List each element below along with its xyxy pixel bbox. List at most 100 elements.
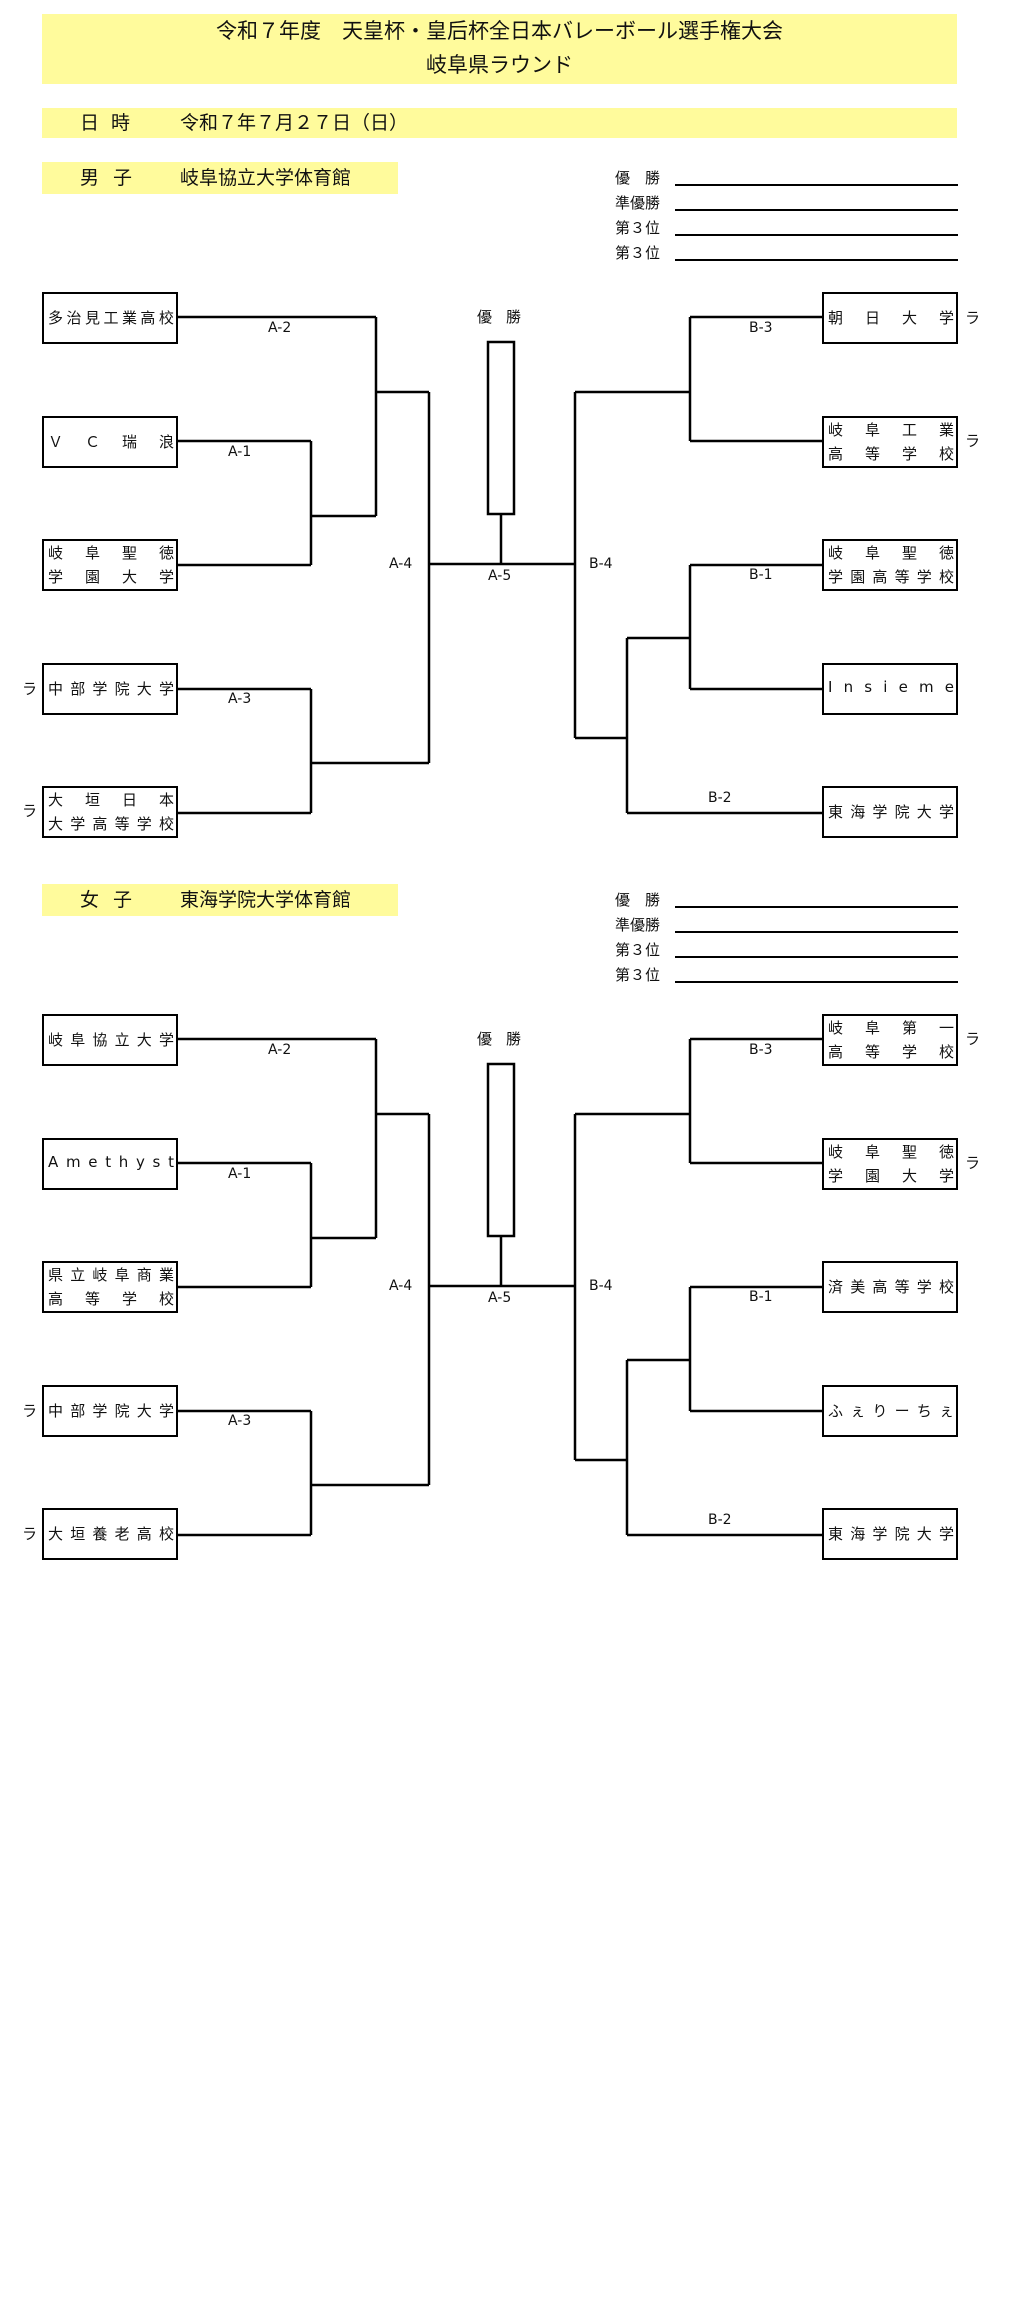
team-name-char: 大 bbox=[136, 1402, 152, 1420]
team-name-char: h bbox=[118, 1153, 129, 1171]
team-name-char: m bbox=[918, 678, 934, 696]
team-name-char: A bbox=[48, 1153, 59, 1171]
result-value-line[interactable] bbox=[675, 906, 958, 908]
result-row: 優 勝 bbox=[615, 166, 960, 190]
team-name-char: 阜 bbox=[84, 544, 100, 562]
result-row: 第３位 bbox=[615, 963, 960, 987]
team-name-char: 岐 bbox=[48, 1031, 64, 1049]
team-name-char: 高 bbox=[872, 568, 888, 586]
team-name-line1: 岐阜第一 bbox=[828, 1017, 954, 1038]
match-label-a3: A-3 bbox=[228, 1413, 252, 1429]
result-row: 優 勝 bbox=[615, 888, 960, 912]
team-name-char: 第 bbox=[901, 1019, 917, 1037]
result-value-line[interactable] bbox=[675, 184, 958, 186]
team-box: 多治見工業高校 bbox=[42, 292, 178, 344]
team-box: 岐阜工業 高等学校 bbox=[822, 416, 958, 468]
result-value-line[interactable] bbox=[675, 234, 958, 236]
champion-label: 優勝 bbox=[477, 308, 536, 326]
team-name-char: 大 bbox=[136, 680, 152, 698]
team-name-char: y bbox=[135, 1153, 145, 1171]
match-label-b2: B-2 bbox=[708, 790, 732, 806]
result-row: 準優勝 bbox=[615, 913, 960, 937]
team-name-char: 大 bbox=[48, 791, 64, 809]
team-name-char: 岐 bbox=[828, 1019, 844, 1037]
team-name-line2: 高等学校 bbox=[48, 1288, 174, 1309]
team-name-char: 見 bbox=[84, 309, 100, 327]
date-label: 日時 bbox=[80, 112, 143, 134]
team-name-char: 本 bbox=[158, 791, 174, 809]
team-name-char: 業 bbox=[158, 1266, 174, 1284]
team-name-char: 岐 bbox=[828, 421, 844, 439]
team-name-char: 学 bbox=[158, 680, 174, 698]
team-name-char: e bbox=[944, 678, 954, 696]
result-value-line[interactable] bbox=[675, 259, 958, 261]
team-name-char: 治 bbox=[66, 309, 82, 327]
team-name-char: 部 bbox=[70, 1402, 86, 1420]
team-name-char: 園 bbox=[84, 568, 100, 586]
team-name-line1: 多治見工業高校 bbox=[48, 307, 174, 328]
ra-mark: ラ bbox=[965, 1030, 981, 1048]
team-name-char: 学 bbox=[938, 803, 954, 821]
team-name-char: 学 bbox=[901, 1043, 917, 1061]
result-row: 準優勝 bbox=[615, 191, 960, 215]
team-name-char: Ｖ bbox=[48, 433, 64, 451]
team-name-line1: 岐阜工業 bbox=[828, 419, 954, 440]
team-box: 済美高等学校 bbox=[822, 1261, 958, 1313]
team-name-char: 立 bbox=[70, 1266, 86, 1284]
result-row: 第３位 bbox=[615, 241, 960, 265]
team-name-char: 高 bbox=[92, 815, 108, 833]
team-name-char: 大 bbox=[48, 815, 64, 833]
ra-mark: ラ bbox=[965, 309, 981, 327]
team-box: 中部学院大学 bbox=[42, 1385, 178, 1437]
team-name-char: 等 bbox=[84, 1290, 100, 1308]
team-name-char: 校 bbox=[158, 1525, 174, 1543]
match-label-a4: A-4 bbox=[389, 556, 413, 572]
team-name-char: 学 bbox=[916, 568, 932, 586]
team-name-char: 学 bbox=[158, 1402, 174, 1420]
team-name-line1: 朝日大学 bbox=[828, 307, 954, 328]
result-row: 第３位 bbox=[615, 216, 960, 240]
ra-mark: ラ bbox=[22, 1402, 38, 1420]
result-label: 優 勝 bbox=[615, 169, 661, 187]
result-value-line[interactable] bbox=[675, 931, 958, 933]
team-name-char: 等 bbox=[864, 445, 880, 463]
ra-mark: ラ bbox=[22, 802, 38, 820]
team-name-char: 聖 bbox=[901, 544, 917, 562]
champion-box bbox=[486, 1062, 516, 1238]
team-name-char: 学 bbox=[70, 815, 86, 833]
team-name-char: 学 bbox=[938, 1525, 954, 1543]
result-value-line[interactable] bbox=[675, 209, 958, 211]
team-name-char: 阜 bbox=[864, 421, 880, 439]
champion-box bbox=[486, 340, 516, 516]
team-name-char: 校 bbox=[158, 1290, 174, 1308]
team-name-char: 学 bbox=[872, 803, 888, 821]
team-name-char: 聖 bbox=[121, 544, 137, 562]
team-name-line2: 学園高等学校 bbox=[828, 566, 954, 587]
team-box: 朝日大学 bbox=[822, 292, 958, 344]
team-name-char: 校 bbox=[158, 815, 174, 833]
team-name-char: 高 bbox=[828, 1043, 844, 1061]
champion-label: 優勝 bbox=[477, 1030, 536, 1048]
team-name-char: 学 bbox=[92, 1402, 108, 1420]
team-name-char: 院 bbox=[894, 1525, 910, 1543]
tournament-title: 令和７年度 天皇杯・皇后杯全日本バレーボール選手権大会 bbox=[216, 19, 783, 43]
team-name-char: 学 bbox=[938, 1167, 954, 1185]
team-name-char: 商 bbox=[136, 1266, 152, 1284]
gender-label: 女子 bbox=[80, 889, 147, 911]
result-value-line[interactable] bbox=[675, 956, 958, 958]
team-name-char: 阜 bbox=[864, 1143, 880, 1161]
result-value-line[interactable] bbox=[675, 981, 958, 983]
match-label-b3: B-3 bbox=[749, 1042, 773, 1058]
team-name-char: 大 bbox=[916, 1525, 932, 1543]
team-name-char: 聖 bbox=[901, 1143, 917, 1161]
team-name-line2: 学園大学 bbox=[828, 1165, 954, 1186]
result-label: 優 勝 bbox=[615, 891, 661, 909]
team-name-char: 院 bbox=[114, 1402, 130, 1420]
team-name-line1: 岐阜協立大学 bbox=[48, 1029, 174, 1050]
ra-mark: ラ bbox=[965, 1154, 981, 1172]
team-name-char: 業 bbox=[121, 309, 137, 327]
team-name-char: ふ bbox=[828, 1402, 844, 1420]
bracket-lines bbox=[178, 1037, 822, 1537]
match-label-b4: B-4 bbox=[589, 1278, 613, 1294]
